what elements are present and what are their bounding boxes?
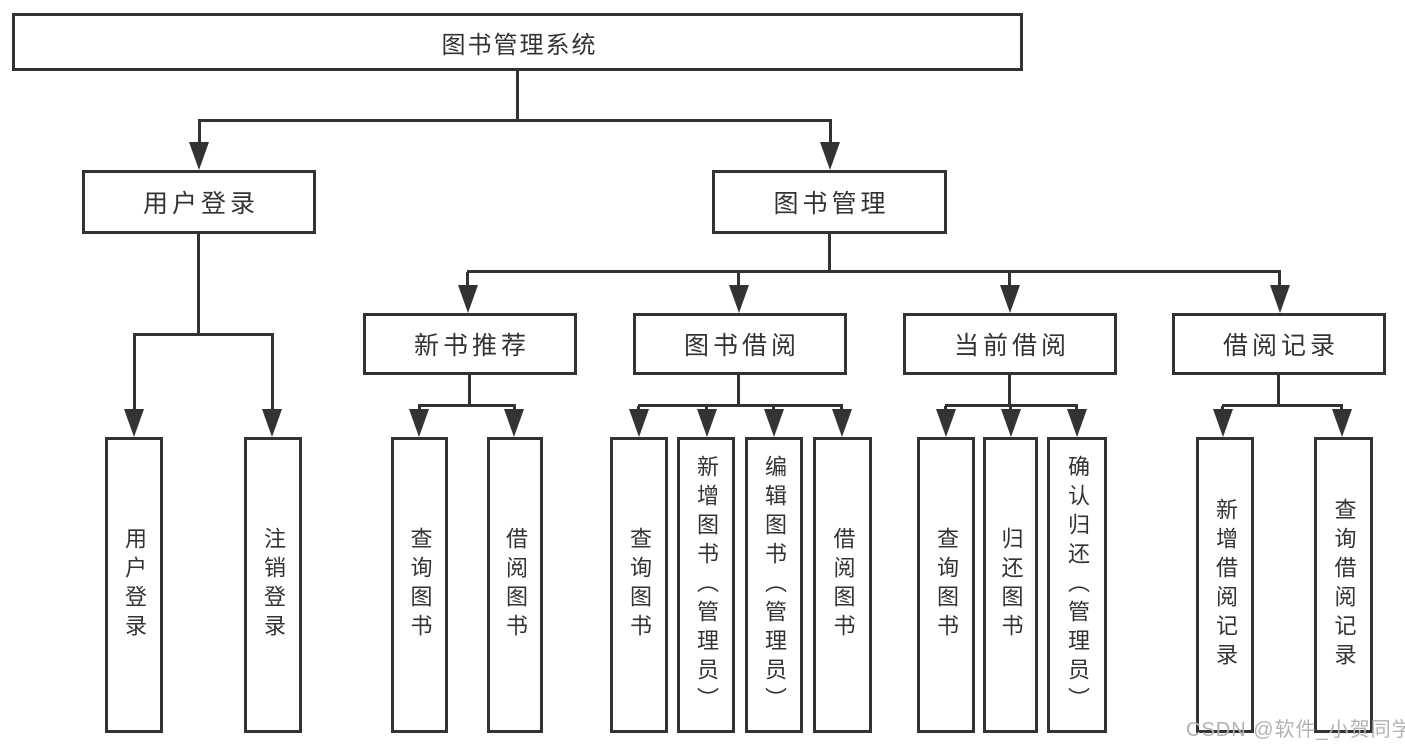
arrow-book-management-icon [820, 142, 840, 170]
connector-borrow-edit-stem [772, 406, 775, 411]
connector-current-return-stem [1009, 406, 1012, 411]
node-book-borrow: 图书借阅 [633, 313, 847, 375]
leaf-borrow-add-books: 新增图书（管理员） [677, 437, 735, 733]
connector-current-borrow-stem [1008, 272, 1011, 287]
arrow-record-query-icon [1332, 409, 1352, 437]
arrow-current-return-icon [1001, 409, 1021, 437]
leaf-recommend-query-books: 查询图书 [391, 437, 448, 733]
leaf-current-query-books: 查询图书 [917, 437, 975, 733]
connector-recommend-hline [418, 404, 516, 407]
connector-borrow-hline [638, 404, 843, 407]
connector-recommend-borrow-stem [513, 406, 516, 411]
connector-current-down [1008, 375, 1011, 406]
arrow-recommend-borrow-icon [504, 409, 524, 437]
connector-current-query-stem [944, 406, 947, 411]
leaf-user-login: 用户登录 [105, 437, 163, 733]
arrow-current-borrow-icon [1000, 285, 1020, 313]
watermark: CSDN @软件_小贺同学 [1186, 719, 1405, 741]
connector-current-confirm-stem [1075, 406, 1078, 411]
arrow-borrow-edit-icon [764, 409, 784, 437]
arrow-current-query-icon [936, 409, 956, 437]
node-current-borrow: 当前借阅 [903, 313, 1117, 375]
arrow-record-add-icon [1213, 409, 1233, 437]
leaf-record-add-borrow: 新增借阅记录 [1196, 437, 1254, 733]
connector-level1-hline [198, 119, 832, 122]
node-root: 图书管理系统 [12, 13, 1023, 71]
node-user-login: 用户登录 [82, 170, 316, 234]
node-new-book-recommend: 新书推荐 [363, 313, 577, 375]
arrow-recommend-query-icon [409, 409, 429, 437]
node-borrow-record: 借阅记录 [1172, 313, 1386, 375]
node-book-management: 图书管理 [712, 170, 947, 234]
arrow-borrow-record-icon [1270, 285, 1290, 313]
arrow-new-book-icon [458, 285, 478, 313]
arrow-book-borrow-icon [729, 285, 749, 313]
connector-recommend-down [468, 375, 471, 406]
connector-borrow-down [737, 375, 740, 406]
arrow-user-login-icon [189, 142, 209, 170]
connector-record-down [1277, 375, 1280, 406]
leaf-borrow-edit-books: 编辑图书（管理员） [745, 437, 803, 733]
connector-recommend-query-stem [418, 406, 421, 411]
leaf-current-return-books: 归还图书 [983, 437, 1038, 733]
connector-user-login-hline [133, 333, 274, 336]
connector-borrow-query-stem [637, 406, 640, 411]
connector-record-query-stem [1340, 406, 1343, 411]
connector-new-book-stem [466, 272, 469, 287]
connector-current-hline [945, 404, 1078, 407]
arrow-borrow-query-icon [629, 409, 649, 437]
arrow-borrow-add-icon [697, 409, 717, 437]
connector-leaf-logout-stem [271, 335, 274, 411]
arrow-leaf-logout-icon [262, 409, 282, 437]
connector-level2-hline [467, 270, 1281, 273]
connector-book-management-down [828, 234, 831, 272]
connector-record-hline [1222, 404, 1343, 407]
leaf-logout-login: 注销登录 [244, 437, 302, 733]
leaf-current-confirm-return: 确认归还（管理员） [1047, 437, 1107, 733]
connector-borrow-borrow-stem [840, 406, 843, 411]
arrow-leaf-login-icon [124, 409, 144, 437]
connector-record-add-stem [1221, 406, 1224, 411]
connector-user-login-down [197, 234, 200, 335]
leaf-recommend-borrow-books: 借阅图书 [487, 437, 543, 733]
connector-root-stem [516, 70, 519, 121]
connector-book-management-stem [829, 121, 832, 145]
connector-borrow-add-stem [705, 406, 708, 411]
connector-book-borrow-stem [737, 272, 740, 287]
connector-leaf-login-stem [133, 335, 136, 411]
leaf-borrow-borrow-books: 借阅图书 [813, 437, 872, 733]
connector-user-login-stem [198, 121, 201, 145]
arrow-current-confirm-icon [1067, 409, 1087, 437]
connector-borrow-record-stem [1278, 272, 1281, 287]
arrow-borrow-borrow-icon [832, 409, 852, 437]
leaf-record-query-borrow: 查询借阅记录 [1314, 437, 1373, 733]
leaf-borrow-query-books: 查询图书 [610, 437, 668, 733]
